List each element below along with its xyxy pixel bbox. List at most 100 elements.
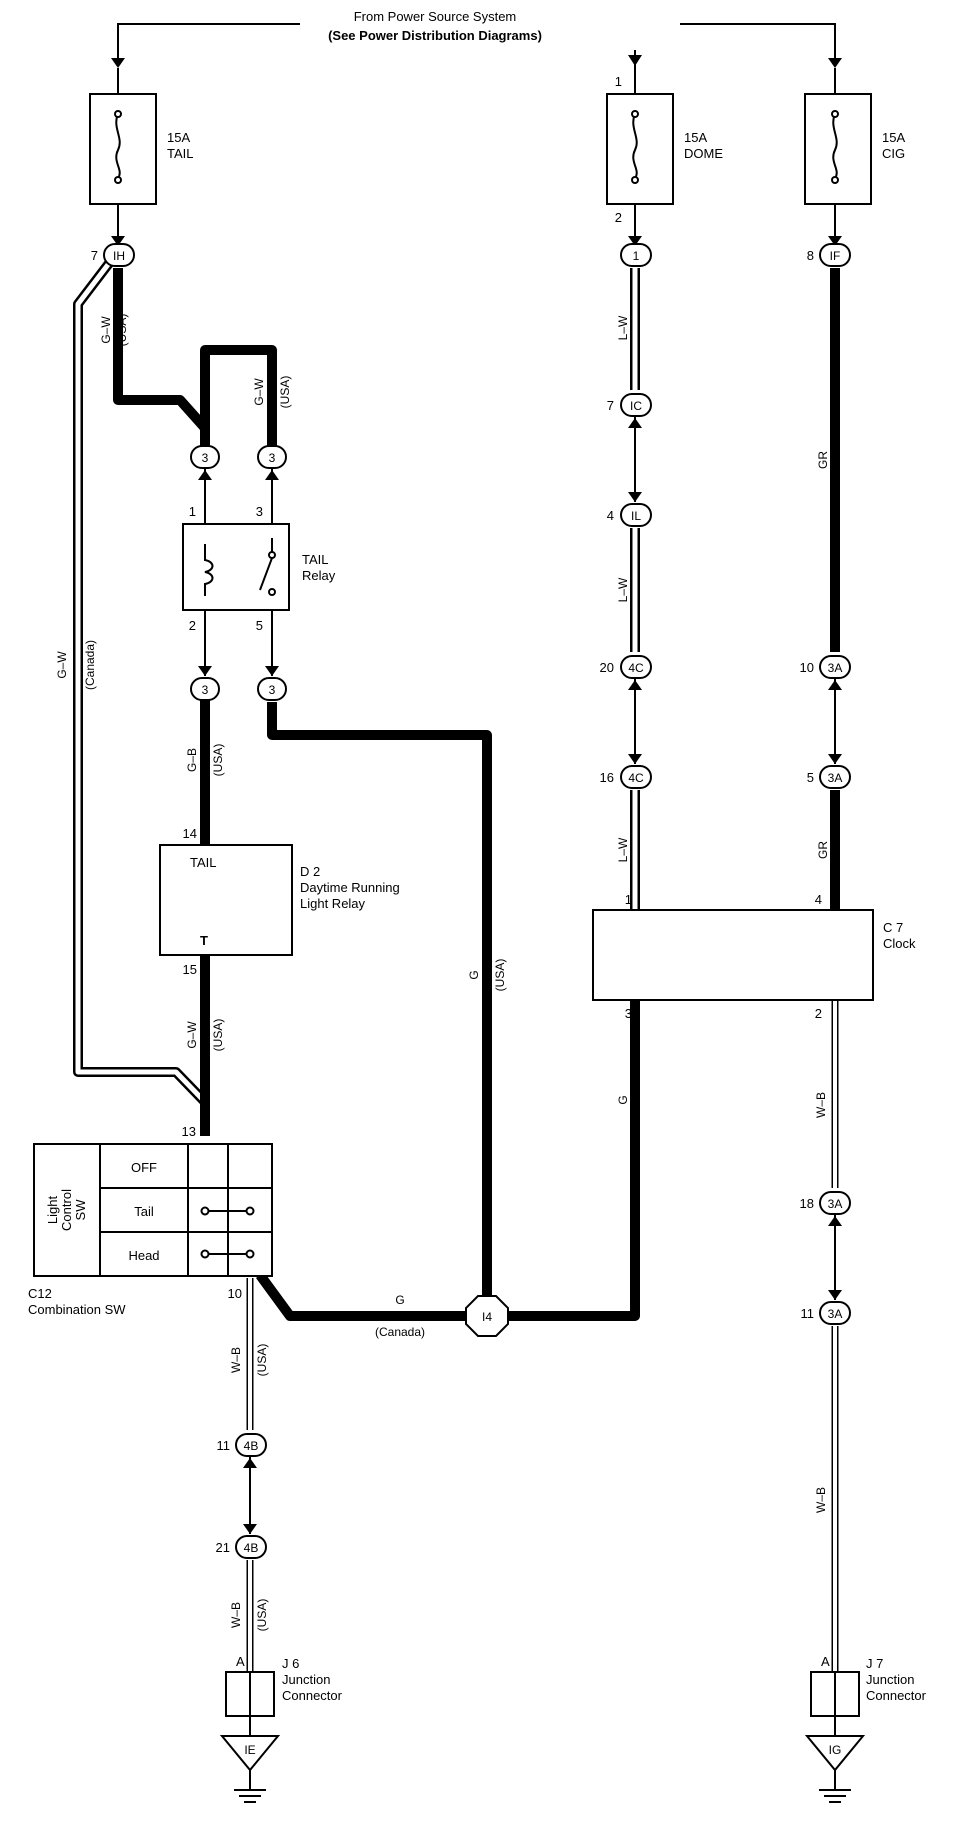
fuse-dome-name: DOME xyxy=(684,146,723,161)
svg-text:A: A xyxy=(821,1654,830,1669)
svg-text:3: 3 xyxy=(625,1006,632,1021)
svg-text:18: 18 xyxy=(800,1196,814,1211)
svg-text:7: 7 xyxy=(91,248,98,263)
junction-connector-j6: IE A J 6 Junction Connector xyxy=(219,1654,343,1803)
wires xyxy=(73,258,840,1672)
relay-connector-2: 3 xyxy=(190,677,220,701)
svg-text:4: 4 xyxy=(815,892,822,907)
svg-text:W–B: W–B xyxy=(229,1347,243,1373)
svg-text:11: 11 xyxy=(801,1306,815,1321)
tail-relay-label-2: Relay xyxy=(302,568,336,583)
svg-text:IG: IG xyxy=(829,1743,842,1757)
svg-text:Light Relay: Light Relay xyxy=(300,896,366,911)
svg-text:16: 16 xyxy=(600,770,614,785)
svg-text:(USA): (USA) xyxy=(255,1599,269,1632)
connector-3a-c: 3A 18 xyxy=(800,1191,851,1215)
svg-text:3A: 3A xyxy=(828,1307,843,1321)
svg-text:IF: IF xyxy=(830,249,841,263)
fuse-dome-amp: 15A xyxy=(684,130,707,145)
svg-text:4B: 4B xyxy=(244,1541,259,1555)
svg-text:T: T xyxy=(200,933,208,948)
connector-4b-b: 4B 21 xyxy=(216,1535,267,1559)
svg-text:Junction: Junction xyxy=(866,1672,914,1687)
svg-text:7: 7 xyxy=(607,398,614,413)
connector-i4: I4 xyxy=(465,1295,509,1337)
svg-text:IH: IH xyxy=(113,249,125,263)
switch-row-off: OFF xyxy=(131,1160,157,1175)
svg-text:Combination SW: Combination SW xyxy=(28,1302,126,1317)
svg-text:1: 1 xyxy=(633,249,640,263)
svg-text:(USA): (USA) xyxy=(211,744,225,777)
wire-labels: G–W (USA) G–W (USA) G–W (Canada) G–B (US… xyxy=(55,314,830,1632)
svg-text:GR: GR xyxy=(816,841,830,859)
svg-text:1: 1 xyxy=(625,892,632,907)
fuse-cig: 15A CIG xyxy=(804,68,905,205)
clock: 1 4 3 2 C 7 Clock xyxy=(592,892,916,1021)
svg-text:4B: 4B xyxy=(244,1439,259,1453)
light-control-switch: Light Control SW OFF Tail Head 13 10 C12… xyxy=(28,1124,273,1317)
svg-text:10: 10 xyxy=(228,1286,242,1301)
fuse-dome-pin-out: 2 xyxy=(615,210,622,225)
switch-row-head: Head xyxy=(128,1248,159,1263)
svg-text:Connector: Connector xyxy=(866,1688,927,1703)
svg-text:Junction: Junction xyxy=(282,1672,330,1687)
svg-text:Control: Control xyxy=(59,1189,74,1231)
svg-text:TAIL: TAIL xyxy=(190,855,217,870)
connector-3a-a: 3A 10 xyxy=(800,655,851,679)
tail-relay: 1 3 2 5 TAIL Relay xyxy=(182,468,336,676)
svg-text:W–B: W–B xyxy=(814,1487,828,1513)
svg-text:IC: IC xyxy=(630,399,642,413)
svg-text:IL: IL xyxy=(631,509,641,523)
daytime-running-light-relay: TAIL T 14 15 D 2 Daytime Running Light R… xyxy=(159,826,400,977)
fuse-cig-amp: 15A xyxy=(882,130,905,145)
svg-text:G–W: G–W xyxy=(99,316,113,344)
connector-ic: IC 7 xyxy=(607,393,652,417)
fuse-dome-pin-in: 1 xyxy=(615,74,622,89)
svg-text:L–W: L–W xyxy=(616,315,630,340)
svg-text:GR: GR xyxy=(816,451,830,469)
svg-text:W–B: W–B xyxy=(814,1092,828,1118)
svg-text:(USA): (USA) xyxy=(211,1019,225,1052)
svg-text:D 2: D 2 xyxy=(300,864,320,879)
svg-text:13: 13 xyxy=(182,1124,196,1139)
svg-text:15: 15 xyxy=(183,962,197,977)
svg-text:L–W: L–W xyxy=(616,837,630,862)
svg-text:I4: I4 xyxy=(482,1310,492,1324)
svg-text:4C: 4C xyxy=(628,771,644,785)
svg-text:G–B: G–B xyxy=(185,748,199,772)
svg-text:3: 3 xyxy=(269,451,276,465)
svg-text:(Canada): (Canada) xyxy=(375,1325,425,1339)
svg-text:11: 11 xyxy=(217,1438,231,1453)
connector-ih: IH 7 xyxy=(91,243,135,267)
svg-text:SW: SW xyxy=(73,1199,88,1221)
svg-text:5: 5 xyxy=(256,618,263,633)
svg-text:(USA): (USA) xyxy=(493,959,507,992)
svg-text:W–B: W–B xyxy=(229,1602,243,1628)
relay-connector-5: 3 xyxy=(257,677,287,701)
svg-text:20: 20 xyxy=(600,660,614,675)
svg-text:L–W: L–W xyxy=(616,577,630,602)
tail-relay-label-1: TAIL xyxy=(302,552,329,567)
svg-text:J 6: J 6 xyxy=(282,1656,299,1671)
svg-text:C12: C12 xyxy=(28,1286,52,1301)
svg-text:C 7: C 7 xyxy=(883,920,903,935)
svg-text:3: 3 xyxy=(202,683,209,697)
svg-text:J 7: J 7 xyxy=(866,1656,883,1671)
svg-text:2: 2 xyxy=(815,1006,822,1021)
svg-text:IE: IE xyxy=(244,1743,255,1757)
svg-text:A: A xyxy=(236,1654,245,1669)
svg-text:(USA): (USA) xyxy=(255,1344,269,1377)
connector-4c-a: 4C 20 xyxy=(600,655,652,679)
svg-text:5: 5 xyxy=(807,770,814,785)
switch-row-tail: Tail xyxy=(134,1204,154,1219)
connector-il: IL 4 xyxy=(607,503,652,527)
svg-text:2: 2 xyxy=(189,618,196,633)
svg-text:G: G xyxy=(395,1293,404,1307)
header-line-1: From Power Source System xyxy=(354,9,517,24)
connector-3a-d: 3A 11 xyxy=(801,1301,851,1325)
connector-4b-a: 4B 11 xyxy=(217,1433,267,1457)
svg-text:(USA): (USA) xyxy=(115,314,129,347)
fuse-tail-name: TAIL xyxy=(167,146,194,161)
svg-text:3: 3 xyxy=(256,504,263,519)
svg-text:3A: 3A xyxy=(828,661,843,675)
